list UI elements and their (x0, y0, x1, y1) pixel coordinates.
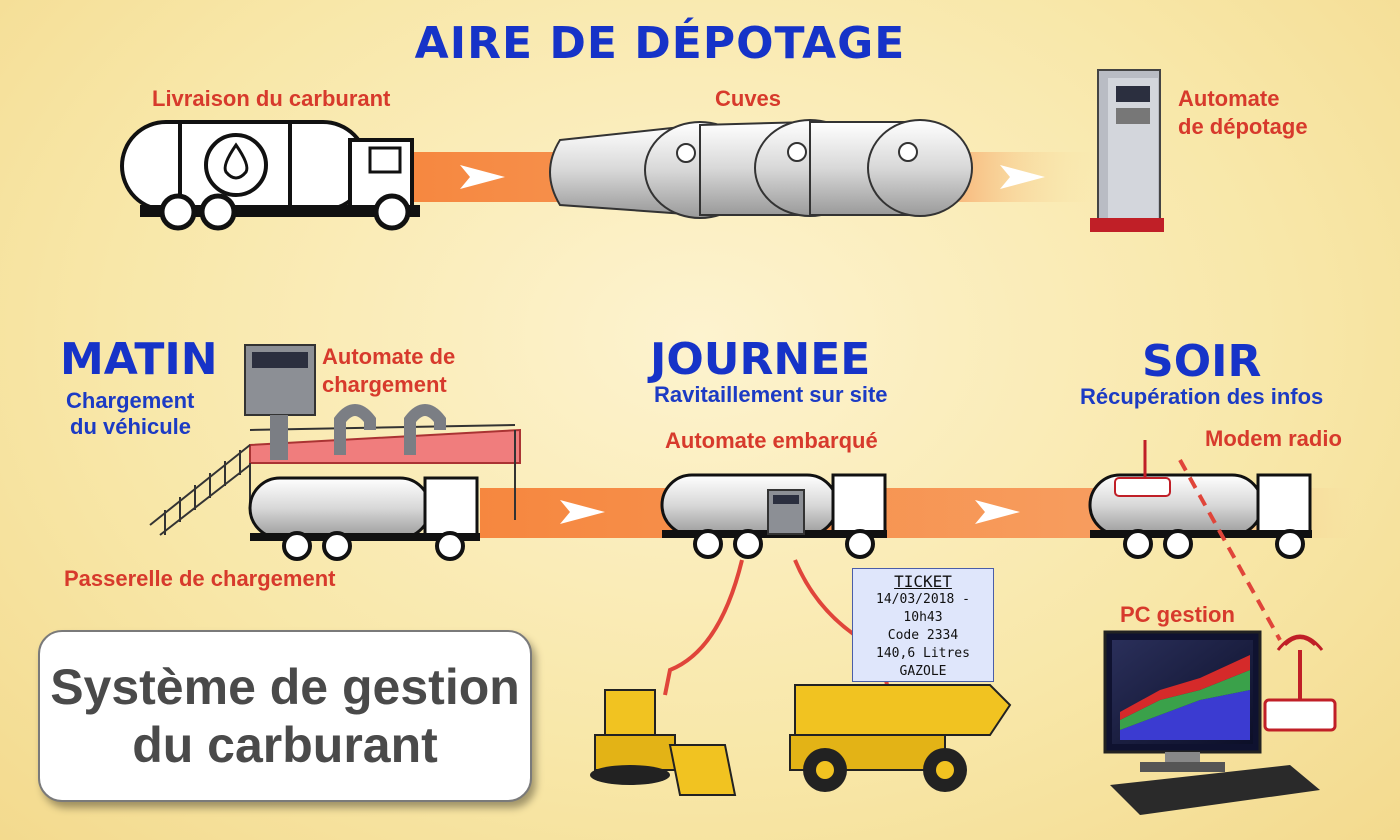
ticket-fuel: GAZOLE (899, 664, 947, 679)
loading-automaton-label-1: Automate de (322, 344, 456, 369)
flow-arrow-4 (975, 500, 1020, 524)
flow-arrow-3 (560, 500, 605, 524)
loading-automaton-label-2: chargement (322, 372, 447, 397)
footbridge-label: Passerelle de chargement (64, 566, 336, 591)
flow-arrow-1 (460, 165, 505, 189)
evening-tanker-truck-icon (1088, 440, 1312, 559)
flow-arrow-2 (1000, 165, 1045, 189)
dump-truck-icon (789, 684, 1012, 792)
evening-heading: SOIR (1142, 336, 1262, 387)
morning-subtitle-2: du véhicule (70, 414, 192, 439)
ticket-title: TICKET (894, 572, 952, 591)
unloading-automaton-icon (1090, 69, 1164, 232)
hose-to-loader (663, 559, 744, 696)
pc-computer-icon (1103, 630, 1320, 815)
loading-automaton-icon (244, 344, 446, 460)
delivery-truck-icon (120, 120, 420, 231)
unloading-automaton-label-1: Automate (1178, 86, 1280, 111)
ticket-volume: 140,6 Litres (876, 646, 970, 661)
morning-tanker-truck-icon (248, 476, 480, 561)
system-title-line-1: Système de gestion (50, 659, 520, 715)
pc-label: PC gestion (1120, 602, 1235, 627)
loader-machine-icon (590, 689, 737, 796)
day-subtitle: Ravitaillement sur site (654, 382, 888, 407)
ticket-code: Code 2334 (887, 628, 959, 643)
day-tanker-truck-icon (660, 473, 887, 559)
evening-subtitle: Récupération des infos (1080, 384, 1324, 409)
radio-link-dashed (1178, 459, 1282, 641)
day-heading: JOURNEE (650, 334, 871, 385)
ticket-datetime: 14/03/2018 - 10h43 (876, 592, 970, 625)
main-title: AIRE DE DÉPOTAGE (414, 18, 906, 69)
loading-footbridge-icon (149, 424, 521, 536)
modem-label: Modem radio (1205, 426, 1342, 451)
morning-subtitle-1: Chargement (66, 388, 195, 413)
onboard-automaton-label: Automate embarqué (665, 428, 878, 453)
system-title-box: Système de gestion du carburant (38, 630, 532, 802)
morning-heading: MATIN (60, 334, 218, 385)
delivery-label: Livraison du carburant (152, 86, 391, 111)
unloading-automaton-label-2: de dépotage (1178, 114, 1308, 139)
storage-tanks-icon (549, 119, 973, 219)
radio-modem-icon (1263, 634, 1337, 732)
tanks-label: Cuves (715, 86, 782, 111)
system-title-line-2: du carburant (132, 717, 438, 773)
fuel-ticket: TICKET 14/03/2018 - 10h43 Code 2334 140,… (852, 568, 994, 682)
